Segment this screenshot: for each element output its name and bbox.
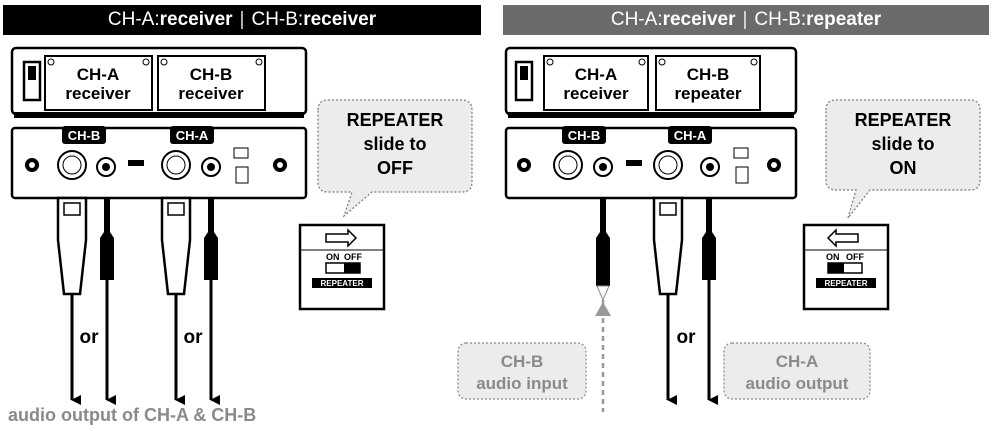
left-callout-line1: REPEATER [347,110,444,130]
left-callout-line3: OFF [377,158,413,178]
left-front-ch-a-label-box [44,55,153,111]
header-right-separator: | [742,9,748,30]
jack-plug-a-icon [204,198,218,300]
right-rear-repeater-switch-icon [626,160,642,166]
header-right: CH-A: receiver | CH-B: repeater [503,5,989,35]
right-repeater-callout: REPEATER slide to ON [825,99,981,219]
output-box-line2: audio output [746,374,849,393]
right-switch-on-label: ON [826,252,840,262]
header-right-a-value: receiver [662,9,736,30]
left-rear-tag-ch-b [62,126,106,144]
right-rear-tag-ch-b [562,126,606,144]
dc-power-connector-icon [735,166,749,184]
right-callout-line2: slide to [871,134,934,154]
right-plugs: or [595,196,718,412]
xlr-plug-a-icon [652,196,684,300]
left-front-ch-b-label-box [157,55,266,111]
left-plugs: or or [56,196,220,405]
header-left-a-prefix: CH-A: [107,9,160,30]
left-front-ch-a-role: receiver [65,84,131,103]
left-switch-on-label: ON [326,252,340,262]
ch-b-audio-input-box: CH-B audio input [457,342,587,400]
right-rear-tag-ch-b-text: CH-B [568,128,601,143]
ch-a-audio-output-box: CH-A audio output [723,342,871,400]
left-footer-caption: audio output of CH-A & CH-B [8,405,257,425]
left-switch-label: REPEATER [321,279,364,288]
left-rear-tag-ch-a [170,126,214,144]
left-receiver-front-panel: CH-A receiver CH-B receiver [10,46,308,118]
left-switch-knob [344,263,360,273]
right-receiver-rear-panel: CH-B CH-A [504,126,798,200]
header-right-b-prefix: CH-B: [754,9,807,30]
header-left-b-value: receiver [303,9,377,30]
jack-plug-a-icon [702,198,716,300]
left-receiver-rear-panel: CH-B CH-A [10,126,308,200]
xlr-b-connector-icon [553,150,583,180]
right-rear-tag-ch-a [668,126,712,144]
jack-plug-b-icon [100,198,114,300]
right-switch-off-label: OFF [846,252,864,262]
arrow-up-icon [595,302,611,316]
left-front-ch-b-name: CH-B [190,65,233,84]
xlr-a-connector-icon [653,150,683,180]
right-rear-dc-indicator-icon [733,147,749,159]
left-or-label-a: or [184,327,204,348]
right-receiver-front-panel: CH-A receiver CH-B repeater [504,46,798,118]
right-rear-tag-ch-a-text: CH-A [674,128,707,143]
left-callout-line2: slide to [363,134,426,154]
xlr-plug-b-icon [56,196,88,300]
header-right-b-value: repeater [806,9,882,30]
xlr-b-connector-icon [57,150,87,180]
right-callout-line3: ON [890,158,917,178]
left-rear-tag-ch-b-text: CH-B [68,128,101,143]
right-front-ch-a-label-box [543,55,649,111]
right-front-ch-b-role: repeater [674,84,741,103]
right-switch-knob [828,263,844,273]
xlr-plug-a-icon [160,196,192,300]
right-or-label: or [677,327,697,348]
left-rear-tag-ch-a-text: CH-A [176,128,209,143]
right-front-ch-b-name: CH-B [687,65,730,84]
left-rear-dc-indicator-icon [233,147,249,159]
left-or-label-b: or [80,327,100,348]
right-callout-line1: REPEATER [855,110,952,130]
header-left-separator: | [239,9,245,30]
header-left-a-value: receiver [159,9,233,30]
header-right-a-prefix: CH-A: [610,9,663,30]
input-box-line2: audio input [476,374,568,393]
right-repeater-switch-closeup: ON OFF REPEATER [802,223,890,311]
right-front-ch-a-name: CH-A [575,65,618,84]
left-repeater-callout: REPEATER slide to OFF [317,99,473,218]
header-left: CH-A: receiver | CH-B: receiver [3,5,481,35]
left-front-ch-b-role: receiver [178,84,244,103]
arrow-right-icon [325,228,358,248]
xlr-a-connector-icon [161,150,191,180]
left-front-ch-a-name: CH-A [77,65,120,84]
jack-plug-b-input-icon [595,198,611,412]
right-front-ch-b-label-box [655,55,761,111]
dc-power-connector-icon [235,166,249,184]
input-box-line1: CH-B [501,352,544,371]
left-switch-off-label: OFF [344,252,362,262]
output-box-line1: CH-A [776,352,819,371]
right-front-ch-a-role: receiver [563,84,629,103]
arrow-left-icon [826,228,859,248]
left-repeater-switch-closeup: ON OFF REPEATER [298,223,386,311]
right-switch-label: REPEATER [825,279,868,288]
left-rear-repeater-switch-icon [128,160,144,166]
header-left-b-prefix: CH-B: [251,9,304,30]
